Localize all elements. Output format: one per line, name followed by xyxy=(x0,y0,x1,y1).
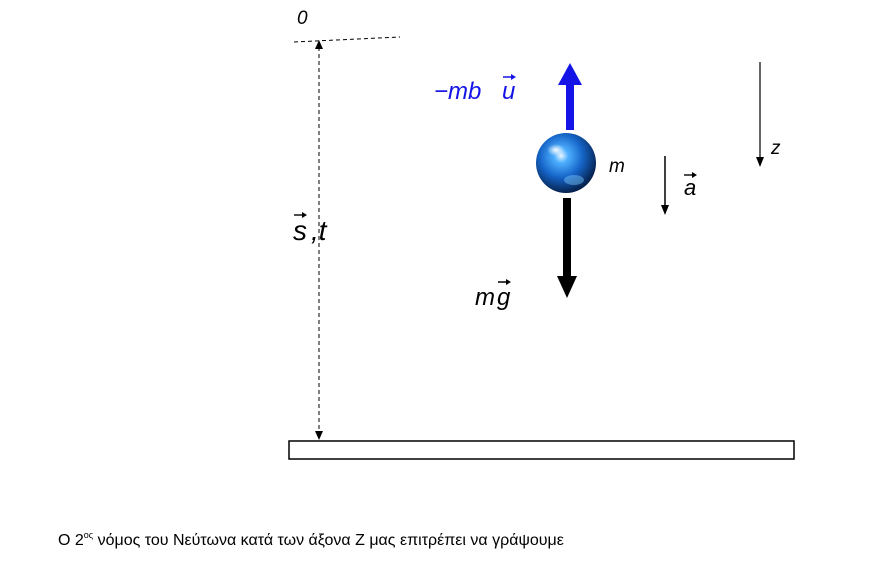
acceleration-label: a xyxy=(684,172,697,200)
caption-text: Ο 2ος νόμος του Νεύτωνα κατά των άξονα Ζ… xyxy=(58,530,564,550)
t-symbol: ,t xyxy=(311,215,328,246)
gravity-force-g: g xyxy=(497,284,511,311)
mass-label: m xyxy=(609,156,625,177)
displacement-bottom-arrowhead xyxy=(315,431,323,440)
drag-force-label: −mb u xyxy=(434,74,516,105)
z-axis-arrow xyxy=(756,62,764,167)
origin-label: 0 xyxy=(297,8,308,29)
s-symbol: s xyxy=(293,215,307,246)
gravity-force-arrow xyxy=(557,198,577,298)
acceleration-text: a xyxy=(684,175,696,200)
mass-sphere xyxy=(536,133,596,193)
drag-force-u: u xyxy=(502,78,515,105)
caption-superscript: ος xyxy=(83,530,94,540)
displacement-label: s ,t xyxy=(293,212,328,246)
displacement-top-arrowhead xyxy=(315,40,323,49)
drag-force-arrow xyxy=(558,63,582,130)
ground-plate xyxy=(288,440,795,460)
z-axis-label: z xyxy=(770,138,781,159)
origin-dashed-line xyxy=(293,36,401,43)
acceleration-arrow xyxy=(661,156,669,215)
drag-force-text: −mb xyxy=(434,78,481,105)
caption-before: Ο 2 xyxy=(58,532,84,549)
gravity-force-label: m g xyxy=(475,279,511,311)
gravity-force-m: m xyxy=(475,284,495,311)
caption-after: νόμος του Νεύτωνα κατά των άξονα Ζ μας ε… xyxy=(93,532,564,549)
